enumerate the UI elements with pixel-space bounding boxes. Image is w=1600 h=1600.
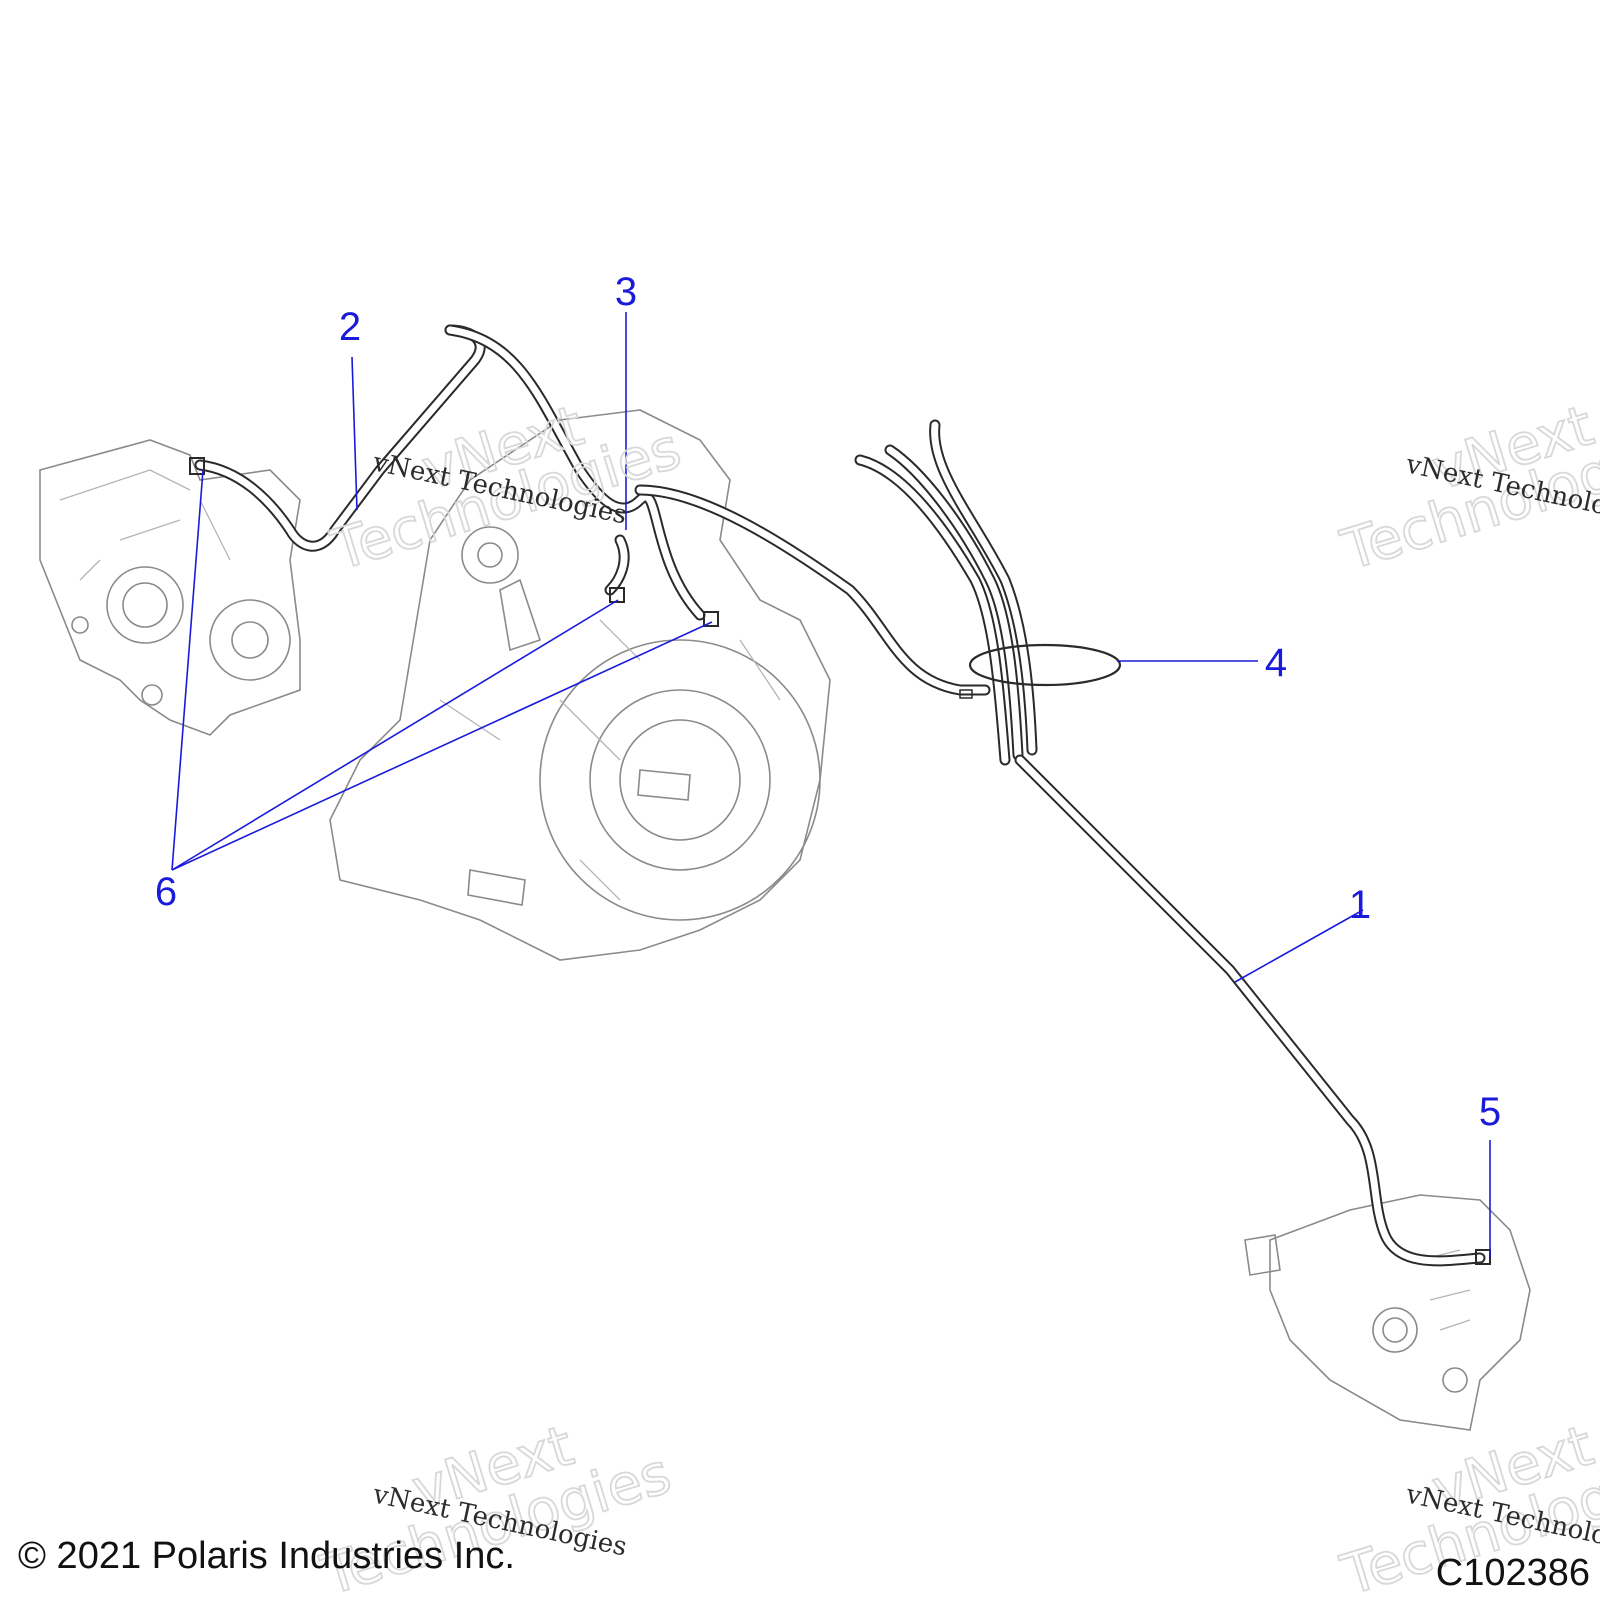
callout-3: 3	[615, 270, 637, 314]
watermark-top-right: vNext Technologies vNext Technologies	[1333, 392, 1600, 584]
callout-4: 4	[1265, 641, 1287, 685]
hose-clamps-6	[189, 457, 1491, 1265]
cable-tie-4	[959, 643, 1122, 699]
transmission-drawing	[329, 409, 831, 961]
callout-2: 2	[339, 305, 361, 349]
callout-5: 5	[1479, 1090, 1501, 1134]
callout-1: 1	[1349, 883, 1371, 927]
copyright-text: © 2021 Polaris Industries Inc.	[18, 1535, 515, 1577]
callout-6: 6	[155, 870, 177, 914]
rear-gearcase-drawing	[1244, 1194, 1531, 1431]
vent-tube-main	[634, 419, 1038, 766]
front-gearcase-drawing	[39, 439, 301, 736]
watermark-top-left: vNext Technologies vNext Technologies	[323, 392, 689, 584]
vent-tube-1	[1014, 754, 1486, 1267]
figure-code: C102386	[1436, 1552, 1590, 1594]
leader-lines	[171, 312, 1491, 1258]
